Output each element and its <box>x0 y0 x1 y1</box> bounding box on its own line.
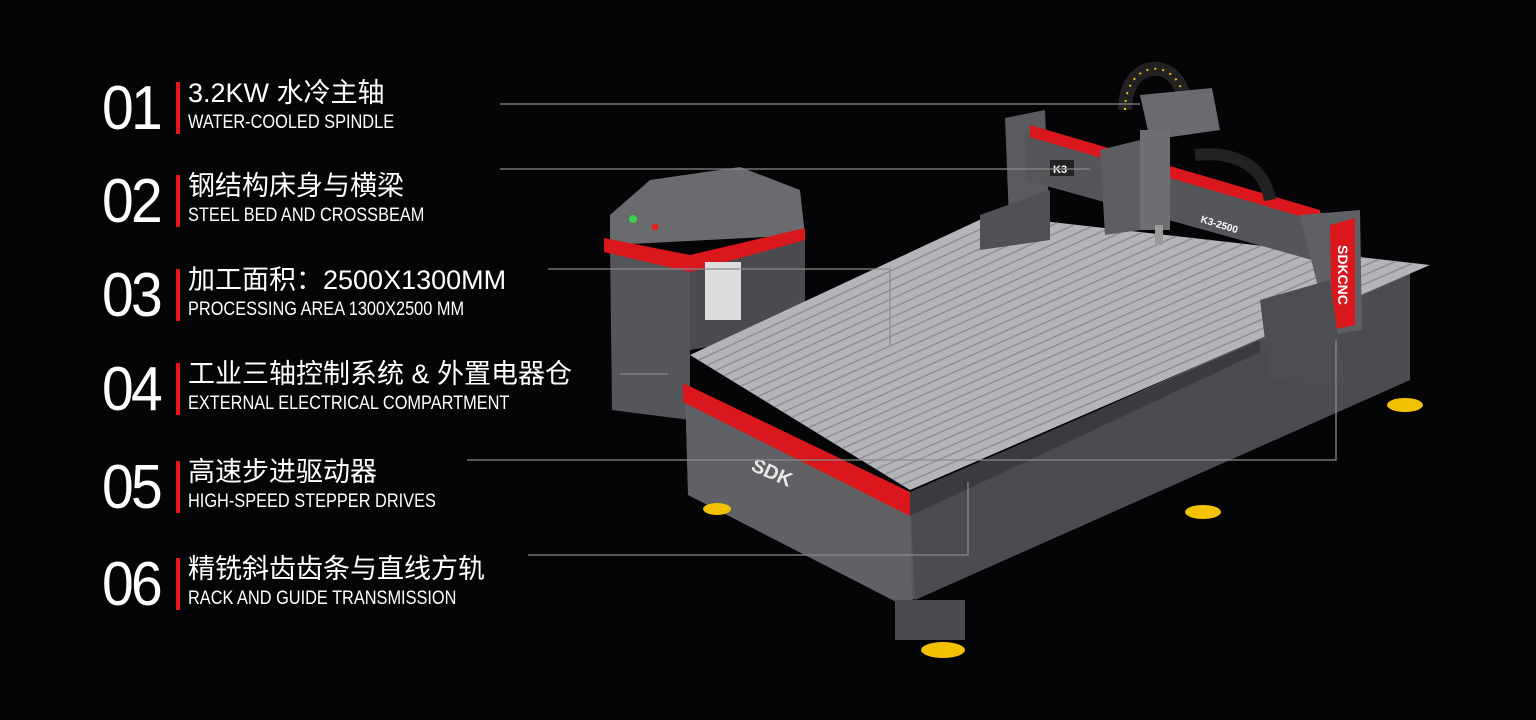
accent-bar <box>176 82 180 134</box>
feature-title-en: EXTERNAL ELECTRICAL COMPARTMENT <box>188 393 510 414</box>
gantry-badge: K3 <box>1053 164 1067 176</box>
feature-title-en: RACK AND GUIDE TRANSMISSION <box>188 588 457 609</box>
feature-title-zh: 工业三轴控制系统 & 外置电器仓 <box>188 359 573 389</box>
feature-title-en: STEEL BED AND CROSSBEAM <box>188 205 425 226</box>
accent-bar <box>176 558 180 610</box>
feature-title-zh: 高速步进驱动器 <box>188 457 377 487</box>
feature-title-zh: 精铣斜齿齿条与直线方轨 <box>188 554 485 584</box>
t-slot-line <box>842 248 1295 450</box>
feature-number: 02 <box>102 167 163 236</box>
t-slot-line <box>833 247 1278 444</box>
accent-bar <box>176 175 180 227</box>
t-slot-line <box>723 222 1059 377</box>
t-slot-line <box>782 235 1177 413</box>
feature-number: 05 <box>102 453 163 522</box>
feature-title-zh: 3.2KW 水冷主轴 <box>188 78 385 108</box>
accent-bar <box>176 363 180 415</box>
machine-bed: SDK <box>683 270 1423 658</box>
feature-title-en: WATER-COOLED SPINDLE <box>188 112 395 133</box>
feature-number: 03 <box>102 261 163 330</box>
feature-number: 01 <box>102 74 163 143</box>
t-slot-line <box>858 252 1329 460</box>
electrical-cabinet <box>604 167 805 420</box>
feature-title-zh: 加工面积：2500X1300MM <box>188 265 507 295</box>
feature-title-en: HIGH-SPEED STEPPER DRIVES <box>188 491 436 512</box>
gantry-brand: SDKCNC <box>1335 245 1351 305</box>
t-slot-line <box>850 250 1312 455</box>
t-slot-line <box>748 227 1109 393</box>
feature-title-zh: 钢结构床身与横梁 <box>188 171 404 201</box>
leader-lines <box>467 103 1337 556</box>
t-slot-line <box>791 237 1194 418</box>
t-slot-line <box>816 243 1245 434</box>
t-slot-line <box>698 216 1008 361</box>
feature-number: 04 <box>102 355 163 424</box>
feature-number: 06 <box>102 550 163 619</box>
t-slot-line <box>740 225 1092 387</box>
t-slot-line <box>808 241 1228 429</box>
feature-title-en: PROCESSING AREA 1300X2500 MM <box>188 299 465 320</box>
t-slot-line <box>825 245 1262 439</box>
t-slot-line <box>765 231 1143 403</box>
t-slot-line <box>757 229 1126 398</box>
accent-bar <box>176 269 180 321</box>
t-slot-line <box>875 256 1363 470</box>
work-table <box>690 215 1430 490</box>
t-slot-line <box>706 218 1025 367</box>
t-slot-line <box>799 239 1211 424</box>
spindle <box>1100 61 1276 245</box>
t-slot-line <box>867 254 1346 465</box>
t-slot-line <box>731 223 1075 382</box>
t-slot-line <box>774 233 1160 408</box>
accent-bar <box>176 461 180 513</box>
